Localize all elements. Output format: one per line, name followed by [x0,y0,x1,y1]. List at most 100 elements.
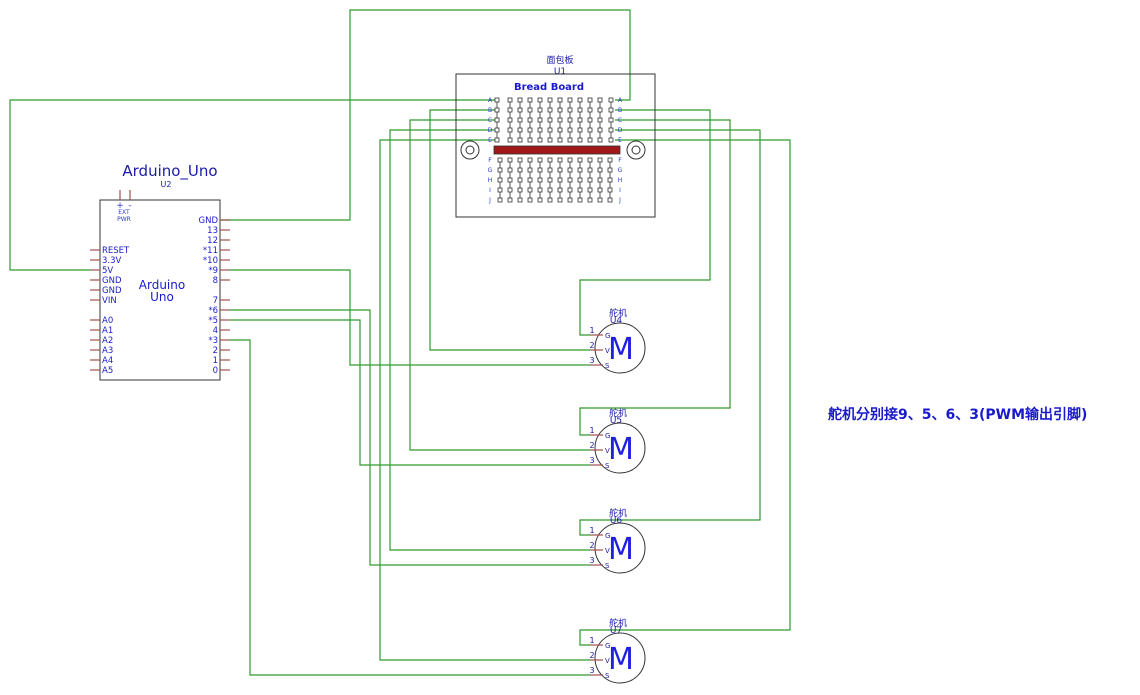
breadboard-hole [497,177,503,183]
servo-pin-label: V [605,547,610,555]
servo-pin-label: G [605,332,610,340]
breadboard-hole [497,187,503,193]
arduino-uno[interactable]: Arduino_Uno U2 + - EXT PWR Arduino Uno R… [90,162,230,381]
arduino-pin-label: GND [102,286,122,296]
breadboard-hole [537,127,543,133]
breadboard-hole [517,107,523,113]
mount-hole-right [626,140,646,160]
breadboard-hole [587,117,593,123]
breadboard-hole [557,157,563,163]
breadboard-row-label: F [618,157,622,164]
arduino-pin-label: 2 [213,346,218,356]
breadboard-hole [494,137,500,143]
breadboard-hole [587,157,593,163]
breadboard-hole [507,127,513,133]
breadboard-row-label: E [488,137,492,144]
breadboard-hole [567,137,573,143]
servo-pin-label: S [605,672,610,680]
breadboard-hole [557,197,563,203]
breadboard-hole [527,177,533,183]
breadboard-row-label: A [618,97,623,104]
arduino-pin-label: A5 [102,366,113,376]
servo-ref: U6 [610,516,623,526]
breadboard-hole [527,187,533,193]
breadboard-title: Bread Board [514,82,584,93]
breadboard-hole [507,97,513,103]
breadboard-hole [547,197,553,203]
breadboard-hole [494,117,500,123]
servo-pin-number: 2 [589,651,594,660]
servo-name: 舵机 [609,507,627,519]
breadboard-hole [537,177,543,183]
breadboard-row-label: C [618,117,622,124]
servo-pin-label: V [605,347,610,355]
servo-pin-label: V [605,657,610,665]
arduino-pin-label: 7 [213,296,218,306]
servo-name: 舵机 [609,407,627,419]
breadboard-hole [537,137,543,143]
servo-pin-label: S [605,362,610,370]
breadboard-hole [577,197,583,203]
breadboard-hole [577,167,583,173]
breadboard-hole [597,177,603,183]
servo-name: 舵机 [609,307,627,319]
wire-c-v-u5 [409,119,590,451]
pwr-plus-sign: + [116,201,124,211]
arduino-pin-label: 5V [102,266,113,276]
breadboard-hole [507,177,513,183]
breadboard-hole [587,137,593,143]
breadboard-hole [557,107,563,113]
breadboard-hole [567,177,573,183]
breadboard-hole [537,197,543,203]
breadboard-hole [527,117,533,123]
breadboard-hole [557,97,563,103]
breadboard-hole [547,187,553,193]
servo-ref: U5 [610,416,622,426]
arduino-pin-label: GND [199,216,219,226]
breadboard-hole [507,107,513,113]
wire-pin3-s-u7 [230,339,590,676]
arduino-ref: U2 [161,180,172,189]
breadboard-hole [587,167,593,173]
breadboard-hole [547,107,553,113]
wire-5v [9,99,497,271]
breadboard-hole [577,157,583,163]
breadboard-hole [517,117,523,123]
servo-pin-number: 1 [589,636,594,645]
breadboard-hole [607,167,613,173]
servo-pin-number: 1 [589,426,594,435]
breadboard-hole [537,117,543,123]
breadboard-hole [597,187,603,193]
arduino-pin-label: VIN [102,296,117,306]
breadboard-hole [527,167,533,173]
breadboard-hole [567,167,573,173]
breadboard-hole [608,97,614,103]
breadboard-hole [597,157,603,163]
breadboard-hole [597,127,603,133]
breadboard-hole [517,137,523,143]
breadboard-hole [557,137,563,143]
servo-letter: M [608,432,634,467]
breadboard-hole [547,137,553,143]
arduino-pin-label: GND [102,276,122,286]
breadboard-row-label: F [488,157,492,164]
breadboard-hole [597,137,603,143]
breadboard-hole [507,137,513,143]
pwr-minus-sign: - [128,201,131,211]
breadboard-hole [494,97,500,103]
breadboard-hole [517,197,523,203]
servo-pin-number: 1 [589,526,594,535]
breadboard-row-label: J [618,197,621,204]
breadboard-hole [587,197,593,203]
breadboard-row-label: I [489,187,491,194]
breadboard-hole [517,97,523,103]
servo-name: 舵机 [609,617,627,629]
arduino-pin-label: *3 [208,336,218,346]
